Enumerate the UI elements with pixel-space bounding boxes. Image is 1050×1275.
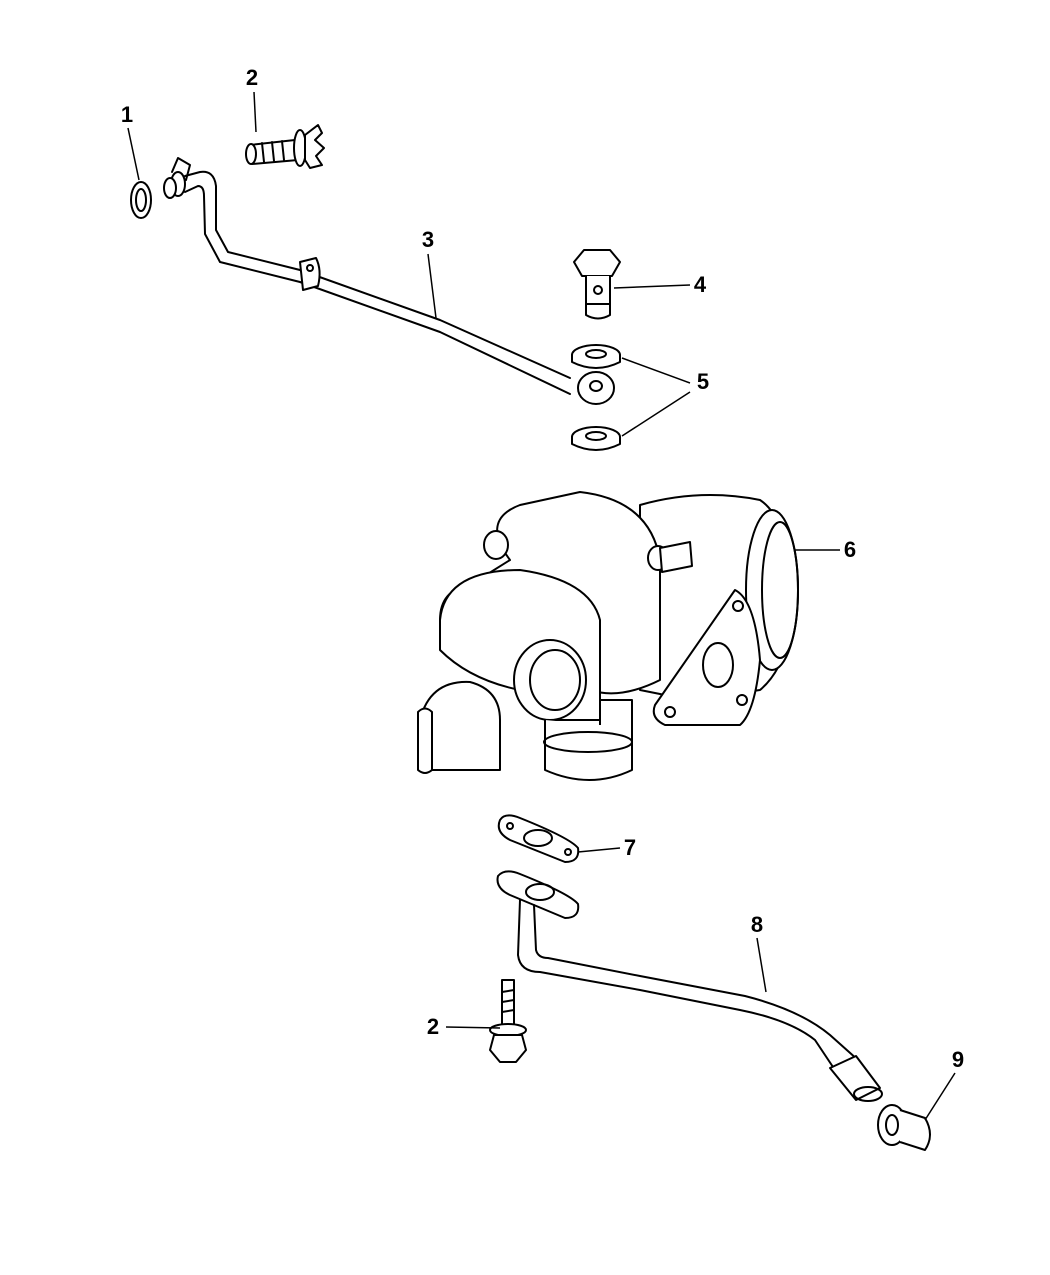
callout-2-upper[interactable]: 2 bbox=[245, 65, 259, 90]
oil-feed-line-part[interactable] bbox=[163, 157, 615, 405]
callout-2-lower[interactable]: 2 bbox=[426, 1014, 440, 1039]
washers-part[interactable] bbox=[571, 344, 621, 451]
callout-4[interactable]: 4 bbox=[693, 272, 707, 297]
upper-bolt-part[interactable] bbox=[245, 124, 325, 169]
callout-1[interactable]: 1 bbox=[120, 102, 134, 127]
banjo-bolt-part[interactable] bbox=[573, 249, 621, 320]
callout-7[interactable]: 7 bbox=[623, 835, 637, 860]
callout-9[interactable]: 9 bbox=[951, 1047, 965, 1072]
callout-5[interactable]: 5 bbox=[696, 369, 710, 394]
callout-8[interactable]: 8 bbox=[750, 912, 764, 937]
turbocharger-part[interactable] bbox=[417, 491, 799, 781]
o-ring-part[interactable] bbox=[130, 181, 152, 219]
oil-return-line-part[interactable] bbox=[496, 870, 883, 1102]
lower-bolt-part[interactable] bbox=[489, 979, 527, 1063]
gasket-part[interactable] bbox=[497, 814, 580, 863]
callout-3[interactable]: 3 bbox=[421, 227, 435, 252]
callout-6[interactable]: 6 bbox=[843, 537, 857, 562]
grommet-part[interactable] bbox=[877, 1104, 931, 1151]
leader-lines bbox=[127, 91, 956, 1121]
